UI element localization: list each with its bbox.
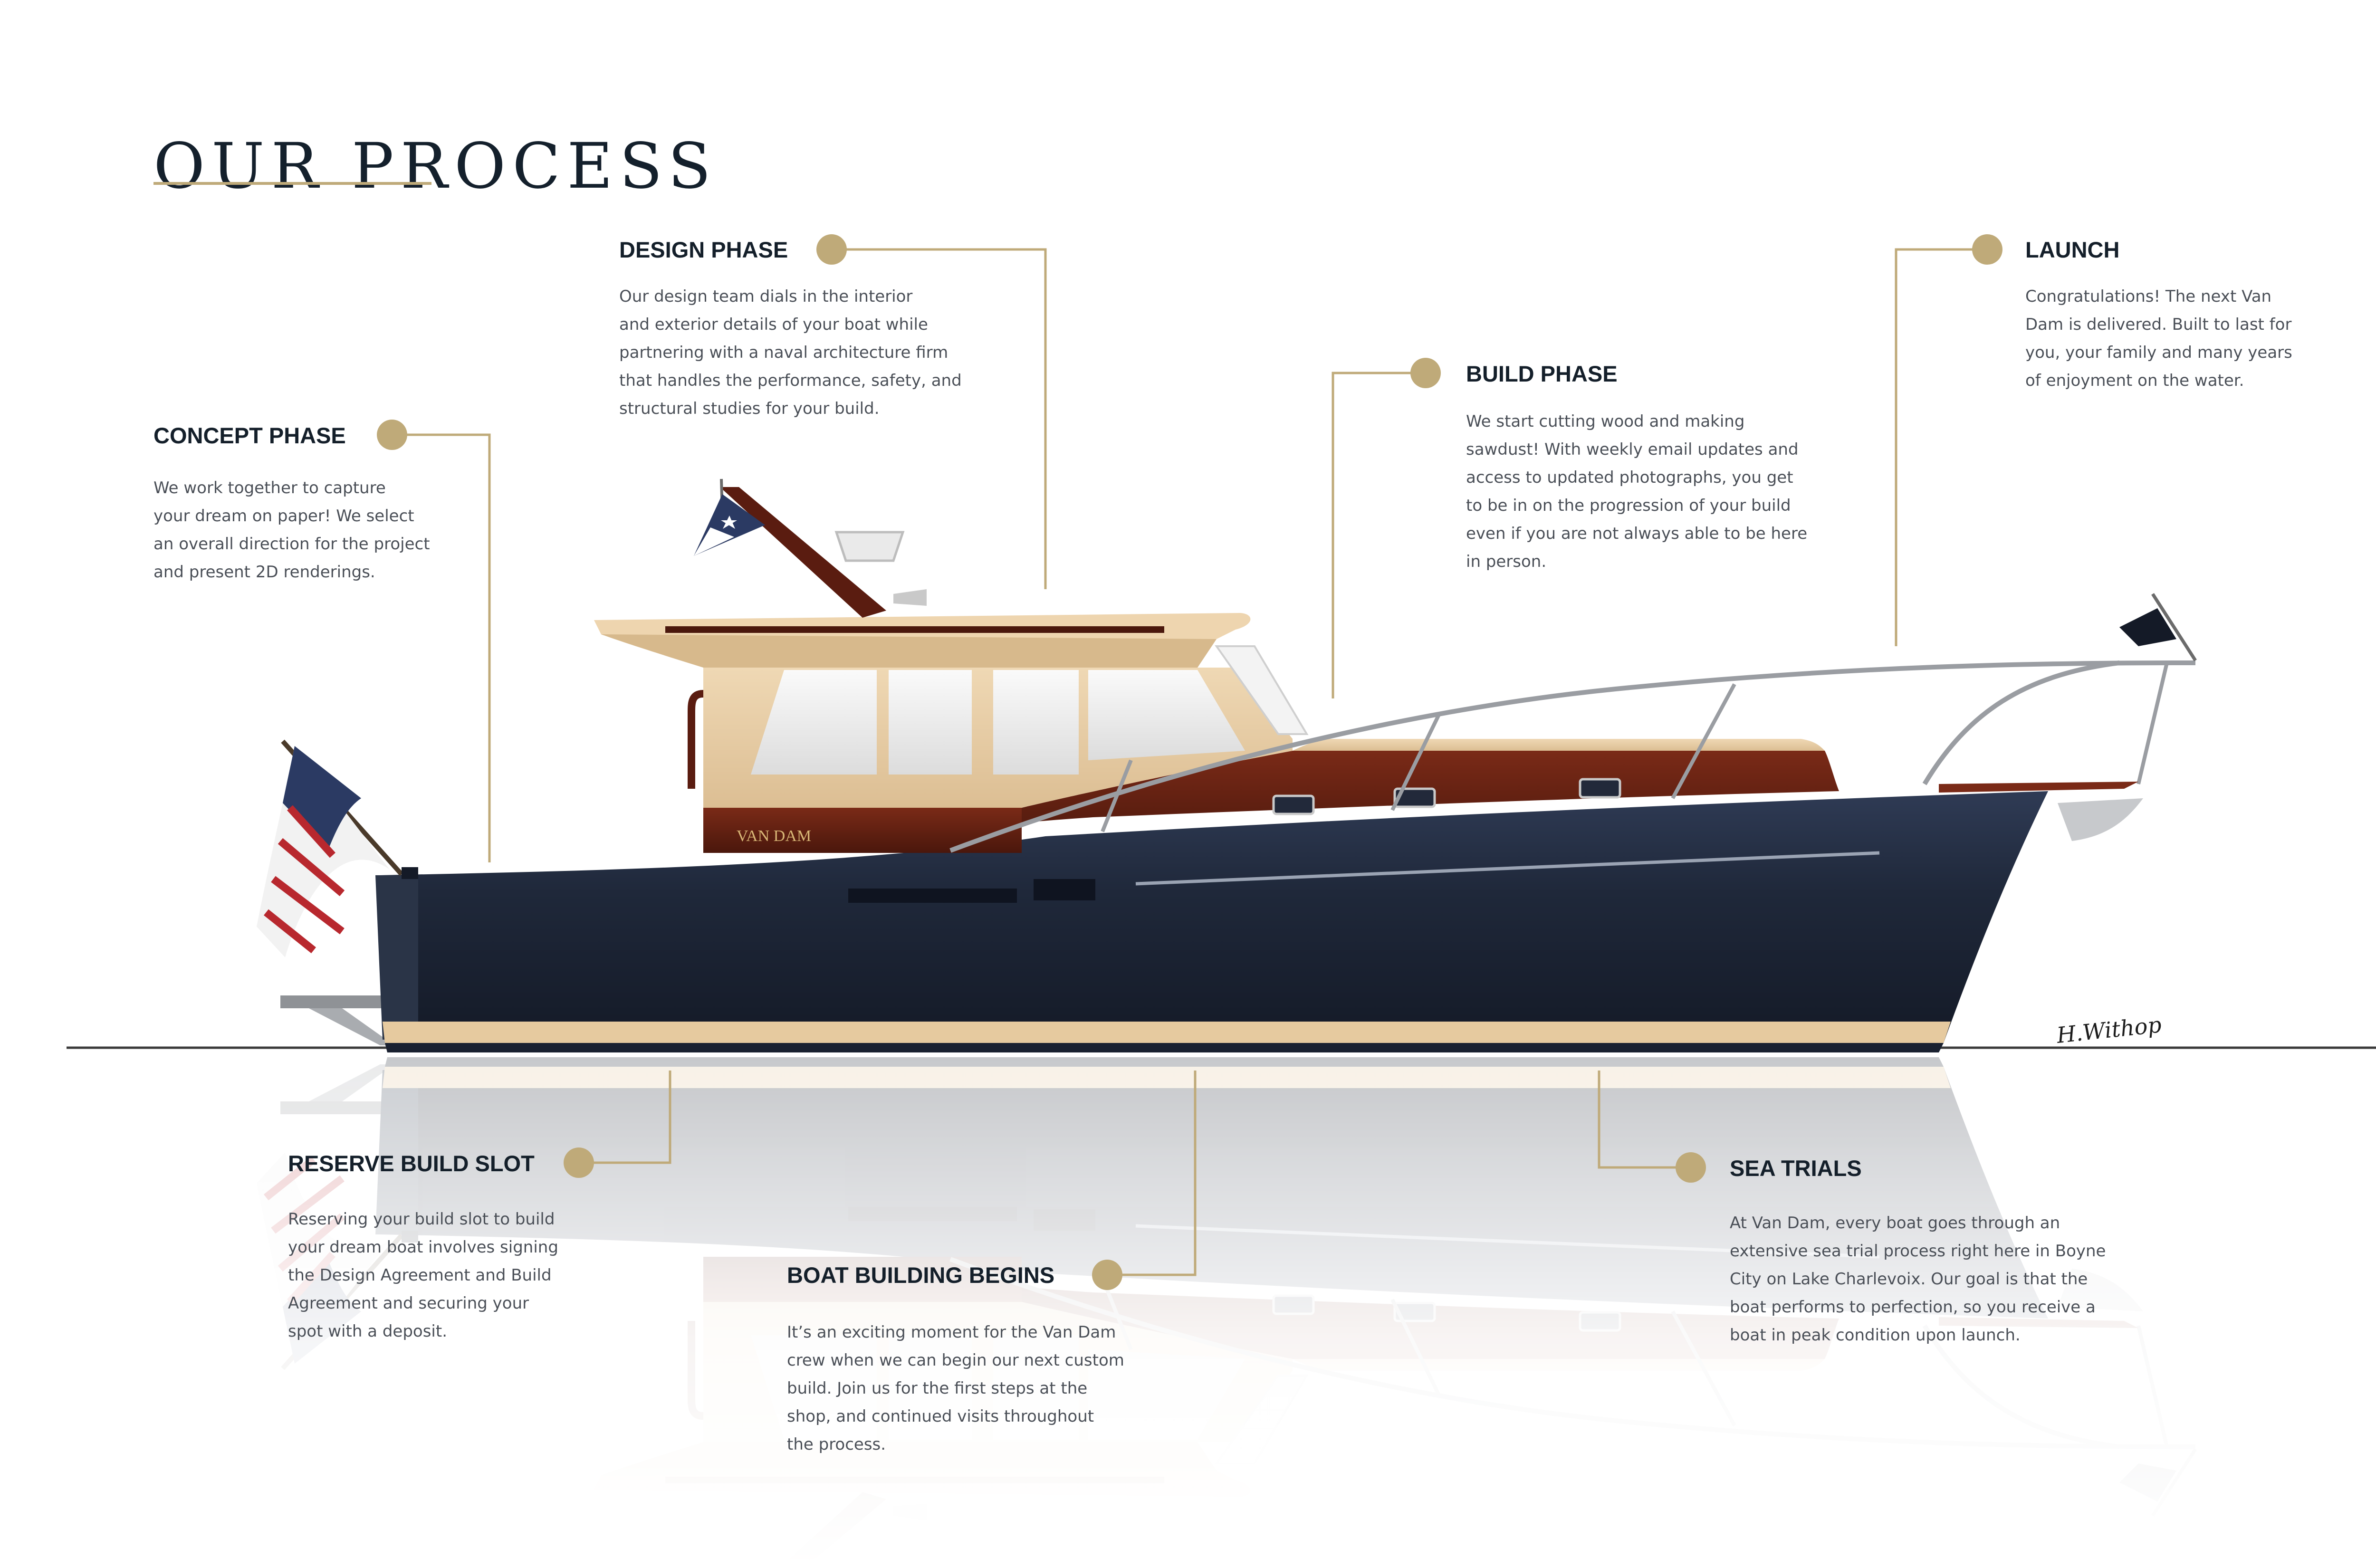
step-title-reserve: RESERVE BUILD SLOT [288, 1151, 535, 1176]
timeline-connectors [392, 248, 1987, 1276]
artist-signature: H.Withop [2055, 1012, 2163, 1048]
step-marker-begins [1092, 1260, 1122, 1290]
step-marker-seatrials [1676, 1152, 1706, 1183]
step-title-concept: CONCEPT PHASE [153, 423, 346, 448]
step-desc-reserve: Reserving your build slot to build your … [288, 1210, 558, 1341]
step-title-build: BUILD PHASE [1466, 361, 1618, 386]
step-desc-build: We start cutting wood and making sawdust… [1466, 412, 1808, 571]
boat-name-plate: VAN DAM [737, 827, 811, 845]
step-marker-reserve [564, 1147, 594, 1178]
step-desc-launch: Congratulations! The next Van Dam is del… [2025, 287, 2292, 390]
step-marker-design [816, 234, 847, 265]
page-title: OUR PROCESS [153, 130, 718, 203]
step-marker-build [1410, 358, 1441, 388]
step-desc-design: Our design team dials in the interior an… [619, 287, 962, 418]
step-title-launch: LAUNCH [2025, 237, 2120, 262]
step-title-design: DESIGN PHASE [619, 237, 788, 262]
step-marker-concept [377, 420, 407, 450]
timeline-markers [377, 234, 2002, 1290]
title-underline [153, 182, 431, 185]
step-title-begins: BOAT BUILDING BEGINS [787, 1262, 1055, 1288]
step-marker-launch [1972, 234, 2002, 265]
step-desc-concept: We work together to capture your dream o… [153, 478, 430, 582]
step-desc-seatrials: At Van Dam, every boat goes through an e… [1730, 1214, 2106, 1345]
step-title-seatrials: SEA TRIALS [1730, 1156, 1862, 1181]
step-desc-begins: It’s an exciting moment for the Van Dam … [787, 1323, 1124, 1454]
